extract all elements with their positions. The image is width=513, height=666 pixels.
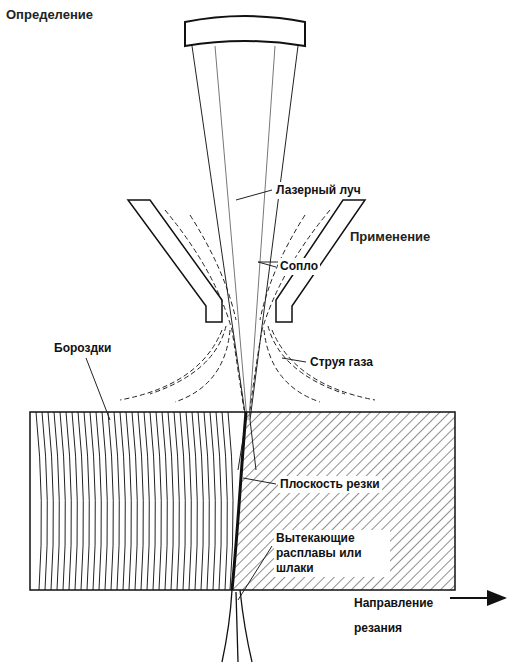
direction-label: Направление резания (352, 590, 448, 642)
grooves-label: Бороздки (52, 340, 113, 357)
beam-label: Лазерный луч (274, 182, 363, 199)
leader-line (86, 190, 306, 600)
gas-jet (120, 210, 375, 410)
melt-label: Вытекающие расплавы или шлаки (274, 530, 390, 577)
nozzle-label: Сопло (278, 258, 320, 275)
gas-jet-label: Струя газа (308, 354, 375, 371)
section-heading: Определение (4, 6, 95, 24)
direction-arrow (450, 597, 505, 599)
lens (185, 16, 305, 46)
nozzle (128, 200, 365, 322)
workpiece (30, 412, 455, 590)
cut-plane-label: Плоскость резки (278, 476, 382, 493)
section-heading: Применение (348, 228, 432, 246)
molten-stream (222, 590, 252, 662)
